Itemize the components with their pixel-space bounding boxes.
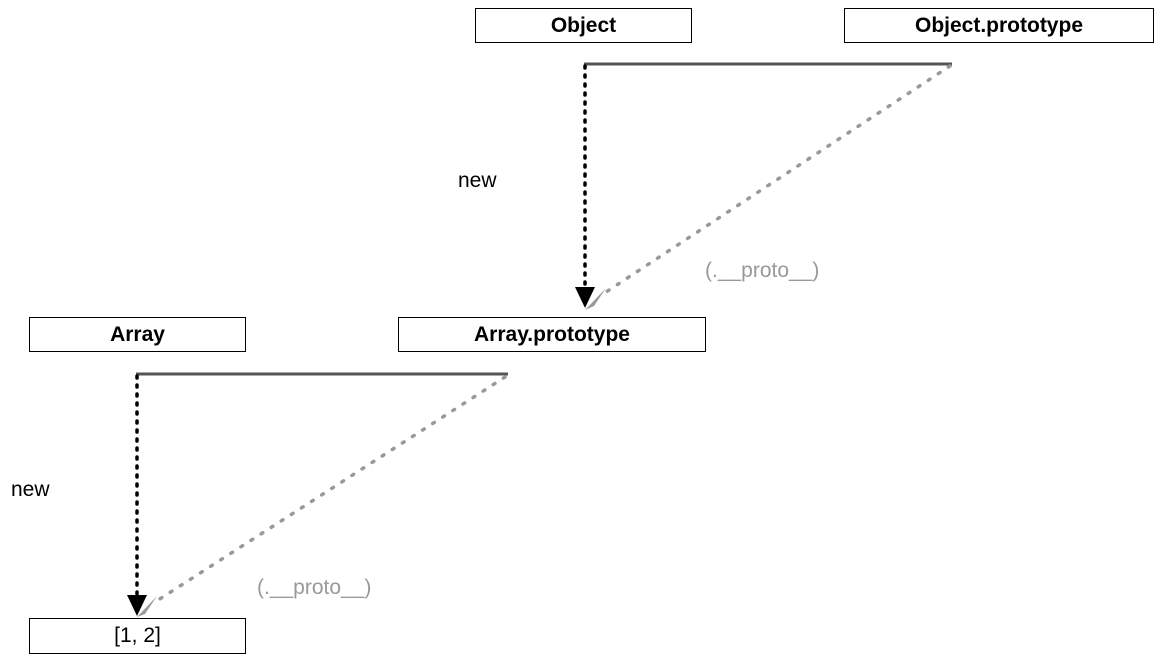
object-proto-arrowhead: [585, 288, 606, 310]
array-proto-arrow-line: [150, 375, 507, 606]
object-prototype-node: Object.prototype: [844, 8, 1154, 43]
object-proto-label: (.__proto__): [705, 259, 820, 282]
array-proto-label: (.__proto__): [257, 576, 372, 599]
object-new-arrowhead: [575, 287, 595, 308]
array-instance-node-label: [1, 2]: [114, 624, 161, 647]
array-new-arrowhead: [127, 595, 147, 616]
object-prototype-node-label: Object.prototype: [914, 13, 1083, 37]
array-prototype-node: Array.prototype: [398, 317, 706, 352]
object-node-label: Object: [550, 13, 617, 37]
array-new-label: new: [11, 478, 50, 501]
array-node-label: Array: [110, 322, 165, 346]
array-prototype-node-label: Array.prototype: [474, 322, 630, 346]
object-node: Object: [475, 8, 692, 43]
object-new-label: new: [458, 169, 497, 192]
object-proto-arrow-line: [598, 64, 952, 298]
array-proto-arrowhead: [137, 596, 157, 617]
array-instance-node: [1, 2]: [29, 618, 246, 654]
array-node: Array: [29, 317, 246, 352]
